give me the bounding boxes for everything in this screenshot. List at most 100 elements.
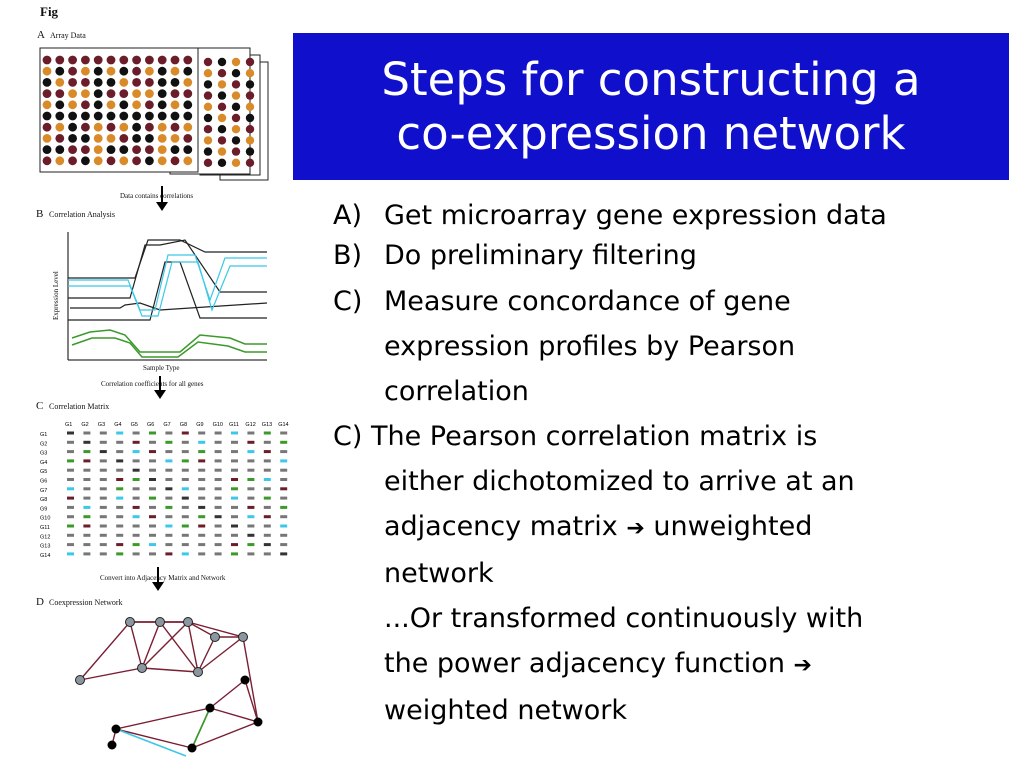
- array-spot: [183, 89, 193, 98]
- matrix-cell: [247, 431, 255, 435]
- matrix-cell: [83, 524, 91, 528]
- panel-a-caption: Data contains correlations: [120, 192, 193, 200]
- matrix-cell: [83, 459, 91, 463]
- step-text: expression profiles by Pearson: [384, 331, 796, 362]
- matrix-cell: [198, 468, 206, 472]
- array-spot: [217, 113, 227, 123]
- matrix-cell: [83, 543, 91, 547]
- coexpression-figure: Fig A Array Data Data contains correlati…: [36, 4, 289, 757]
- matrix-cell: [149, 496, 156, 500]
- matrix-cell: [198, 431, 206, 435]
- array-spot: [170, 89, 180, 98]
- matrix-cell: [149, 440, 156, 444]
- matrix-row-header: G3: [40, 451, 47, 457]
- step-text-row: adjacency matrix ➔ unweighted: [384, 504, 1003, 551]
- array-spot: [81, 55, 90, 65]
- arrow-b-to-c: [154, 376, 166, 399]
- array-spot: [55, 156, 65, 166]
- array-spot: [119, 156, 129, 166]
- array-spot: [55, 111, 65, 121]
- matrix-col-header: G4: [114, 422, 121, 428]
- array-spot: [106, 66, 116, 76]
- matrix-cell: [99, 533, 107, 537]
- array-spot: [231, 113, 241, 123]
- array-spot: [245, 80, 255, 89]
- array-spot: [106, 145, 116, 155]
- array-spot: [157, 134, 167, 143]
- array-spot: [42, 156, 52, 166]
- matrix-cell: [263, 431, 271, 435]
- matrix-cell: [231, 505, 238, 509]
- panel-c-title: Correlation Matrix: [49, 402, 109, 411]
- matrix-cell: [214, 431, 222, 435]
- array-spot: [145, 55, 154, 65]
- step-a: A) Get microarray gene expression data: [333, 196, 1003, 236]
- matrix-cell: [99, 459, 107, 463]
- array-spot: [203, 147, 213, 156]
- array-spot: [132, 134, 142, 143]
- title-line-1: Steps for constructing a: [381, 52, 921, 106]
- matrix-cell: [280, 533, 288, 537]
- matrix-cell: [165, 515, 173, 519]
- step-label: C): [333, 286, 363, 317]
- step-text: correlation: [384, 376, 529, 407]
- array-spot: [68, 111, 77, 121]
- matrix-cell: [149, 515, 156, 519]
- array-spot: [145, 78, 154, 87]
- network-node: [187, 743, 197, 753]
- matrix-cell: [132, 533, 140, 537]
- matrix-cell: [247, 478, 255, 481]
- matrix-col-header: G12: [245, 422, 255, 428]
- slide-title: Steps for constructing a co-expression n…: [293, 33, 1009, 180]
- array-spot: [81, 145, 90, 155]
- array-spot: [55, 100, 65, 110]
- matrix-cell: [149, 459, 156, 463]
- array-spot: [81, 100, 90, 110]
- matrix-cell: [116, 496, 124, 500]
- matrix-cell: [83, 468, 91, 472]
- matrix-cell: [132, 524, 140, 528]
- matrix-cell: [181, 515, 189, 519]
- panel-b-ylabel: Expression Level: [52, 271, 60, 320]
- matrix-cell: [181, 431, 189, 435]
- array-spot: [231, 80, 241, 89]
- matrix-cell: [247, 450, 255, 454]
- matrix-cell: [280, 543, 288, 547]
- matrix-cell: [99, 505, 107, 509]
- array-spot: [42, 100, 52, 110]
- matrix-cell: [165, 478, 173, 481]
- array-spot: [55, 78, 65, 87]
- array-spot: [145, 89, 154, 98]
- matrix-cell: [263, 533, 271, 537]
- network-node: [75, 675, 85, 685]
- matrix-cell: [181, 440, 189, 444]
- array-spot: [42, 111, 52, 121]
- matrix-cell: [280, 459, 288, 463]
- matrix-cell: [67, 515, 74, 519]
- matrix-cell: [67, 533, 74, 537]
- matrix-cell: [165, 431, 173, 435]
- matrix-cell: [83, 533, 91, 537]
- arrow-a-to-b: [156, 186, 168, 211]
- matrix-cell: [132, 450, 140, 454]
- array-spot: [231, 91, 241, 100]
- array-spot: [119, 134, 129, 143]
- network-node: [238, 632, 248, 642]
- panel-a-letter: A: [37, 29, 45, 41]
- step-label: A): [333, 200, 363, 231]
- matrix-row-header: G2: [40, 441, 47, 447]
- array-spot: [183, 134, 193, 143]
- step-text: weighted network: [384, 695, 628, 726]
- array-spot: [170, 134, 180, 143]
- matrix-cell: [132, 496, 140, 500]
- matrix-cell: [83, 431, 91, 435]
- matrix-cell: [181, 478, 189, 481]
- array-spot: [42, 122, 52, 132]
- panel-d-title: Coexpression Network: [49, 598, 123, 607]
- matrix-cell: [214, 450, 222, 454]
- matrix-cell: [99, 496, 107, 500]
- matrix-cell: [99, 543, 107, 547]
- array-spot: [183, 122, 193, 132]
- array-spot: [145, 111, 154, 121]
- matrix-cell: [280, 552, 288, 556]
